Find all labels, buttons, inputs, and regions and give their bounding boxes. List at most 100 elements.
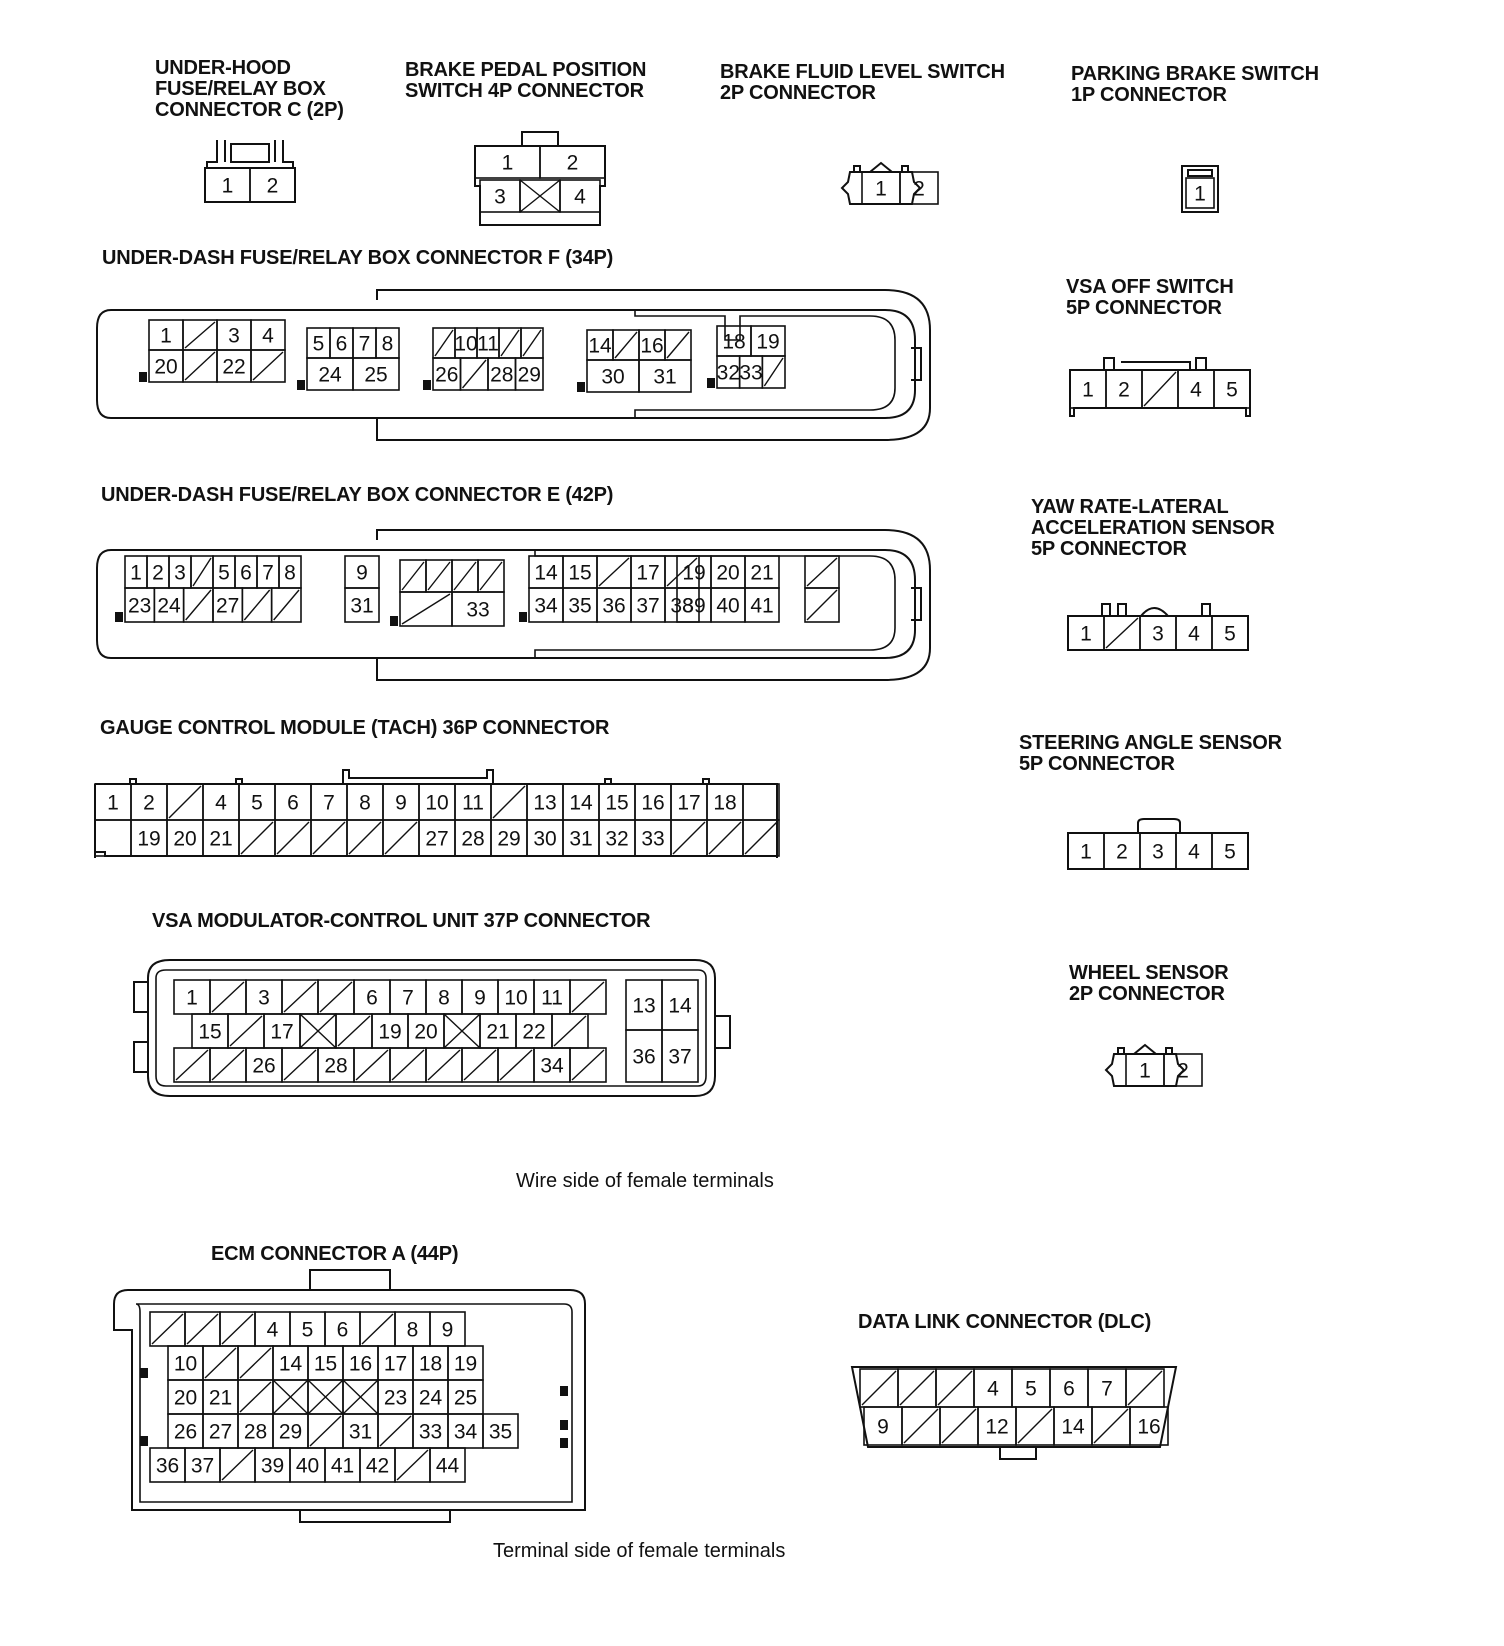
vsamod-terminal-blank: [209, 1047, 247, 1083]
svg-text:18: 18: [722, 331, 745, 354]
ecm-terminal-27: 27: [202, 1413, 239, 1449]
ecm-terminal-x: [307, 1379, 344, 1415]
svg-text:21: 21: [209, 828, 232, 851]
udf-terminal-18: 18: [716, 325, 752, 357]
gcm-terminal-blank: [742, 819, 780, 857]
ude-terminal-40: 40: [710, 587, 746, 623]
udf-terminal-25: 25: [352, 357, 400, 391]
vsamod-terminal-blank: [335, 1013, 373, 1049]
ecm-terminal-16: 16: [342, 1345, 379, 1381]
svg-text:3: 3: [1152, 623, 1164, 646]
svg-text:1: 1: [1080, 623, 1092, 646]
svg-text:7: 7: [402, 987, 414, 1010]
udf-terminal-33: 33: [738, 355, 764, 389]
svg-text:2: 2: [913, 178, 925, 201]
vsamod-terminal-6: 6: [353, 979, 391, 1015]
gcm-terminal-6: 6: [274, 783, 312, 821]
vsamod-terminal-10: 10: [497, 979, 535, 1015]
ecm-terminal-31: 31: [342, 1413, 379, 1449]
ude-terminal-27: 27: [212, 587, 244, 623]
svg-text:24: 24: [318, 364, 342, 387]
svg-text:4: 4: [262, 325, 274, 348]
gcm-terminal-8: 8: [346, 783, 384, 821]
ecm-terminal-blank: [184, 1311, 221, 1347]
ude-terminal-blank: [451, 559, 479, 593]
ude-terminal-blank: [399, 591, 453, 627]
svg-text:25: 25: [364, 364, 387, 387]
svg-text:29: 29: [279, 1421, 302, 1444]
ecm-terminal-10: 10: [167, 1345, 204, 1381]
vsamod-terminal-blank: [389, 1047, 427, 1083]
ude-terminal-34: 34: [528, 587, 564, 623]
ecm-terminal-44: 44: [429, 1447, 466, 1483]
udf-terminal-6: 6: [329, 327, 354, 359]
svg-text:1: 1: [222, 175, 234, 198]
svg-text:6: 6: [366, 987, 378, 1010]
udf-terminal-11: 11: [476, 327, 500, 359]
svg-text:19: 19: [682, 562, 705, 585]
vsamod-terminal-7: 7: [389, 979, 427, 1015]
svg-text:28: 28: [461, 828, 484, 851]
gcm-terminal-28: 28: [454, 819, 492, 857]
ecm-terminal-33: 33: [412, 1413, 449, 1449]
title-vsa-modulator-control-unit: VSA MODULATOR-CONTROL UNIT 37P CONNECTOR: [152, 910, 651, 932]
udf-terminal-3: 3: [216, 319, 252, 351]
ecm-terminal-26: 26: [167, 1413, 204, 1449]
title-vsa-off-switch: VSA OFF SWITCH 5P CONNECTOR: [1066, 276, 1234, 319]
ecm-terminal-36: 36: [149, 1447, 186, 1483]
ecm-terminal-37: 37: [184, 1447, 221, 1483]
ude-terminal-37: 37: [630, 587, 666, 623]
svg-text:40: 40: [296, 1455, 319, 1478]
title-gauge-control-module: GAUGE CONTROL MODULE (TACH) 36P CONNECTO…: [100, 717, 610, 739]
gcm-terminal-30: 30: [526, 819, 564, 857]
udf-terminal-blank: [520, 327, 544, 359]
svg-text:11: 11: [541, 987, 563, 1010]
svg-text:2: 2: [152, 562, 164, 585]
vsamod-terminal-blank: [227, 1013, 265, 1049]
bpp-terminal-4: 4: [559, 179, 601, 213]
svg-text:15: 15: [605, 792, 628, 815]
title-data-link-connector: DATA LINK CONNECTOR (DLC): [858, 1311, 1152, 1333]
ecm-terminal-20: 20: [167, 1379, 204, 1415]
ecm-terminal-35: 35: [482, 1413, 519, 1449]
ude-terminal-blank: [270, 587, 302, 623]
ude-terminal-33: 33: [451, 591, 505, 627]
vsamod-terminal-blank: [173, 1047, 211, 1083]
svg-text:1: 1: [160, 325, 172, 348]
gcm-terminal-blank: [490, 783, 528, 821]
sas-terminal-5: 5: [1211, 832, 1249, 870]
ecm-terminal-40: 40: [289, 1447, 326, 1483]
title-ecm-connector-a: ECM CONNECTOR A (44P): [211, 1243, 459, 1265]
udf-terminal-24: 24: [306, 357, 354, 391]
svg-text:14: 14: [569, 792, 593, 815]
ecm-terminal-8: 8: [394, 1311, 431, 1347]
svg-text:4: 4: [987, 1378, 999, 1401]
wheel-terminal-1: 1: [1125, 1053, 1165, 1087]
ecm-terminal-9: 9: [429, 1311, 466, 1347]
sas-terminal-3: 3: [1139, 832, 1177, 870]
svg-text:3: 3: [174, 562, 186, 585]
ecm-terminal-blank: [307, 1413, 344, 1449]
vsaoff-terminal-5: 5: [1213, 369, 1251, 409]
ecm-terminal-blank: [237, 1379, 274, 1415]
svg-text:8: 8: [359, 792, 371, 815]
svg-text:2: 2: [567, 152, 579, 175]
vsamod-terminal-8: 8: [425, 979, 463, 1015]
svg-text:30: 30: [533, 828, 556, 851]
vsamod-terminal-blank: [497, 1047, 535, 1083]
svg-text:1: 1: [1082, 379, 1094, 402]
title-under-dash-connector-f: UNDER-DASH FUSE/RELAY BOX CONNECTOR F (3…: [102, 247, 614, 269]
svg-text:26: 26: [435, 364, 458, 387]
title-brake-fluid-level-switch: BRAKE FLUID LEVEL SWITCH 2P CONNECTOR: [720, 61, 1005, 104]
svg-text:42: 42: [366, 1455, 389, 1478]
ude-terminal-19: 19: [676, 555, 712, 589]
svg-text:10: 10: [425, 792, 448, 815]
ecm-terminal-blank: [202, 1345, 239, 1381]
ude-terminal-24: 24: [153, 587, 185, 623]
svg-text:2: 2: [267, 175, 279, 198]
svg-text:19: 19: [756, 331, 779, 354]
